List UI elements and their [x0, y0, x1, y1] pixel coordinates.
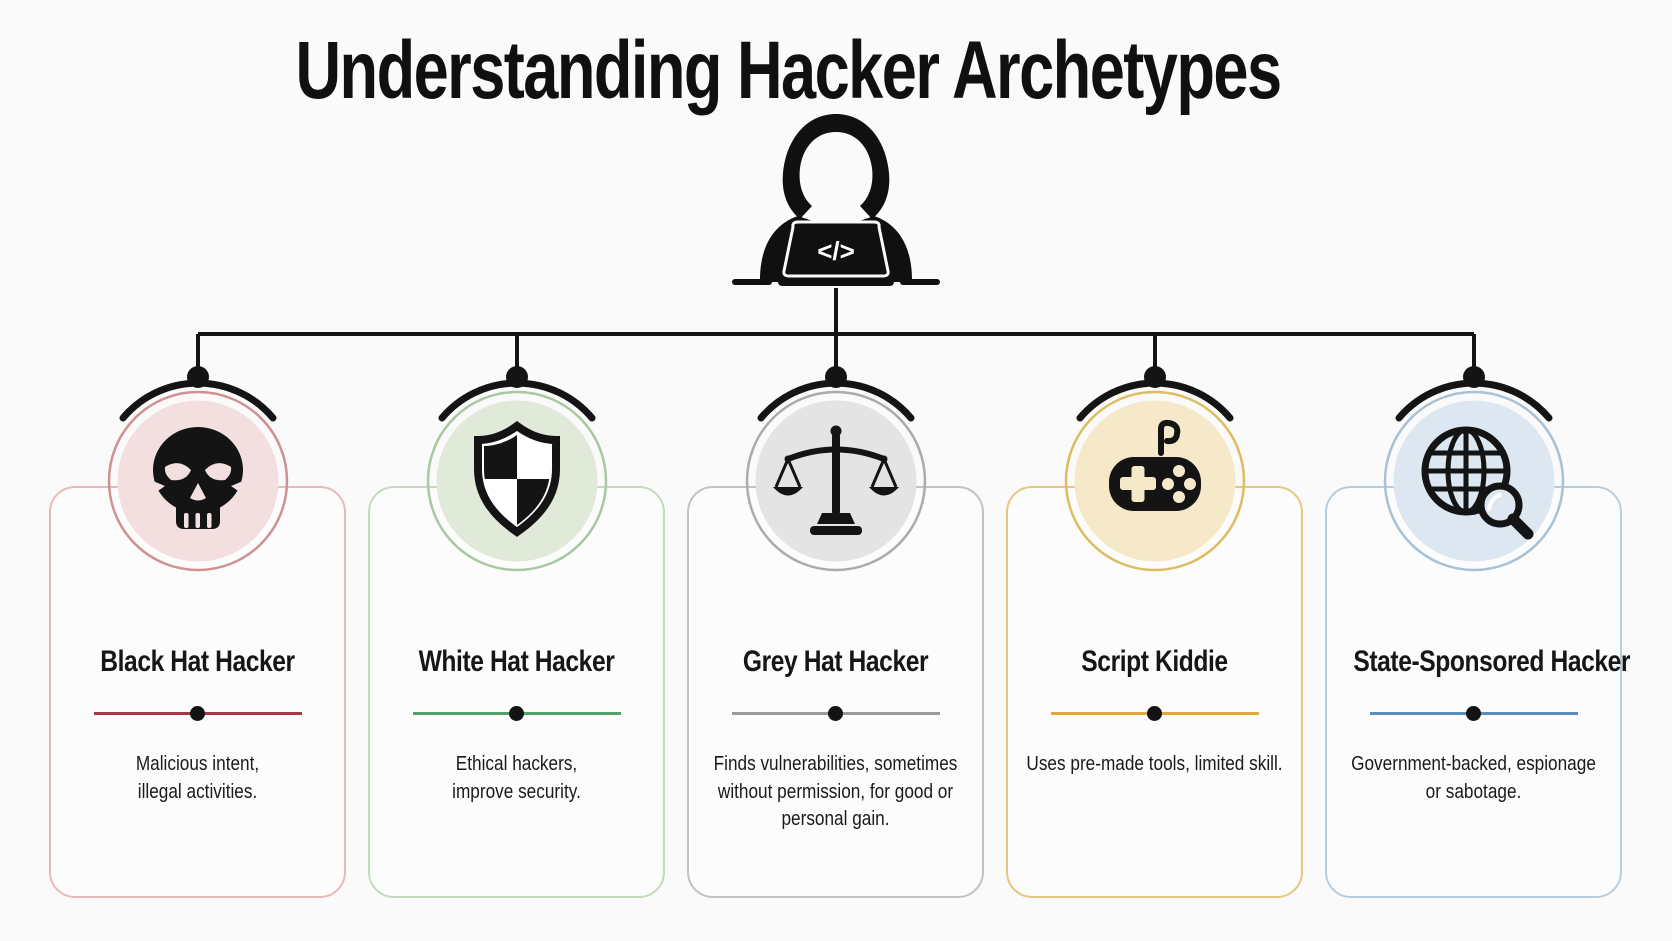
divider-dot — [1466, 706, 1481, 721]
divider-dot — [190, 706, 205, 721]
divider-dot — [828, 706, 843, 721]
card-title: Script Kiddie — [1081, 645, 1228, 678]
grey-hat-badge — [745, 379, 927, 572]
accent-divider — [93, 706, 302, 721]
shield-icon — [474, 421, 560, 537]
hooded-hacker-laptop-icon: </> — [732, 114, 940, 286]
hacker-laptop — [782, 220, 890, 278]
card-title: White Hat Hacker — [418, 645, 615, 678]
divider-dot — [509, 706, 524, 721]
game-controller-icon — [1109, 419, 1201, 511]
card-title: Grey Hat Hacker — [742, 645, 929, 678]
accent-divider — [1369, 706, 1578, 721]
hacker-hood — [782, 114, 890, 219]
card-description: Malicious intent,illegal activities. — [135, 753, 260, 803]
card-description: Ethical hackers,improve security. — [452, 753, 581, 803]
accent-divider — [731, 706, 940, 721]
black-hat-badge — [107, 379, 289, 572]
skull-icon — [153, 427, 243, 529]
script-kiddie-badge — [1064, 379, 1246, 572]
state-sponsored-badge — [1383, 379, 1565, 572]
card-description: Uses pre-made tools, limited skill. — [1026, 753, 1283, 775]
accent-divider — [1050, 706, 1259, 721]
globe-magnifier-icon — [1421, 426, 1534, 540]
accent-divider — [412, 706, 621, 721]
scales-of-justice-icon — [773, 425, 899, 535]
page-title: Understanding Hacker Archetypes — [295, 25, 1282, 116]
card-title: Black Hat Hacker — [100, 645, 295, 678]
laptop-code-glyph: </> — [817, 236, 855, 266]
card-title: State-Sponsored Hacker — [1353, 645, 1631, 678]
divider-dot — [1147, 706, 1162, 721]
card-grey-hat-hacker: Grey Hat Hacker Finds vulnerabilities, s… — [687, 486, 984, 898]
white-hat-badge — [426, 379, 608, 572]
